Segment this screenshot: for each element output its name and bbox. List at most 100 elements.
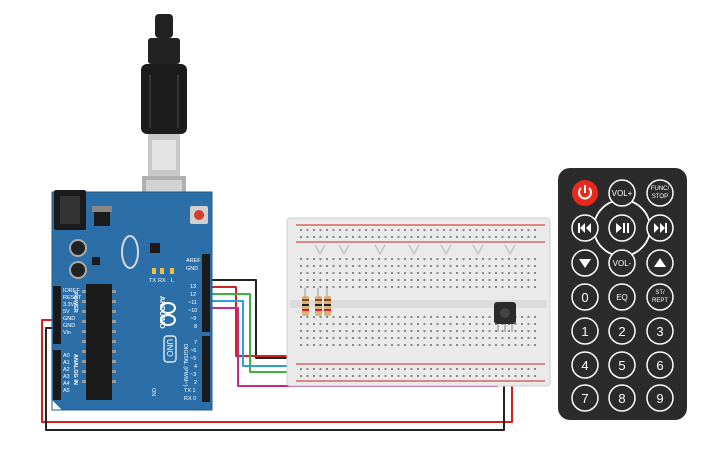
- breadboard-hole: [404, 279, 406, 281]
- breadboard-hole: [469, 323, 471, 325]
- pin-12: 12: [190, 292, 196, 298]
- breadboard-hole: [378, 344, 380, 346]
- breadboard-hole: [456, 236, 458, 238]
- rewind-button[interactable]: [571, 214, 599, 242]
- play-pause-button[interactable]: [608, 214, 636, 242]
- atmega-chip: [86, 284, 112, 400]
- breadboard-hole: [352, 229, 354, 231]
- st-rept-button[interactable]: ST/ REPT: [646, 283, 674, 311]
- breadboard-hole: [339, 286, 341, 288]
- button-5[interactable]: 5: [608, 351, 636, 379]
- breadboard-hole: [482, 272, 484, 274]
- pin-a0: A0: [63, 353, 70, 359]
- breadboard-hole: [495, 344, 497, 346]
- breadboard-hole: [501, 258, 504, 260]
- breadboard-hole: [345, 265, 348, 267]
- up-button[interactable]: [646, 249, 674, 277]
- breadboard-hole: [306, 375, 309, 377]
- breadboard-hole: [482, 375, 484, 377]
- breadboard-hole: [326, 337, 328, 339]
- breadboard-hole: [339, 279, 341, 281]
- button-6[interactable]: 6: [646, 351, 674, 379]
- breadboard-hole: [391, 368, 393, 370]
- button-1[interactable]: 1: [571, 317, 599, 345]
- breadboard-hole: [410, 258, 413, 260]
- breadboard-hole: [430, 330, 432, 332]
- breadboard-hole: [365, 368, 367, 370]
- breadboard-hole: [482, 344, 484, 346]
- pin-3v3: 3.3V: [63, 302, 75, 308]
- breadboard-hole: [358, 236, 361, 238]
- breadboard-hole: [410, 265, 413, 267]
- breadboard-hole: [378, 279, 380, 281]
- pin-ioref: IOREF: [63, 288, 80, 294]
- breadboard-hole: [319, 316, 322, 318]
- breadboard: [286, 217, 551, 387]
- breadboard-hole: [527, 286, 530, 288]
- breadboard-hole: [482, 265, 484, 267]
- breadboard-hole: [469, 337, 471, 339]
- breadboard-hole: [521, 279, 523, 281]
- eq-button[interactable]: EQ: [608, 283, 636, 311]
- breadboard-hole: [430, 279, 432, 281]
- breadboard-hole: [469, 286, 471, 288]
- breadboard-hole: [300, 330, 302, 332]
- breadboard-hole: [417, 375, 419, 377]
- button-8[interactable]: 8: [608, 384, 636, 412]
- button-2[interactable]: 2: [608, 317, 636, 345]
- breadboard-hole: [456, 375, 458, 377]
- button-0[interactable]: 0: [571, 283, 599, 311]
- func-stop-button[interactable]: FUNC/ STOP: [646, 179, 674, 207]
- breadboard-hole: [319, 272, 322, 274]
- down-button[interactable]: [571, 249, 599, 277]
- breadboard-hole: [326, 323, 328, 325]
- breadboard-hole: [352, 316, 354, 318]
- breadboard-hole: [443, 323, 445, 325]
- breadboard-hole: [313, 330, 315, 332]
- breadboard-hole: [423, 229, 426, 231]
- pin-8: 8: [194, 324, 197, 330]
- breadboard-hole: [521, 272, 523, 274]
- breadboard-hole: [488, 316, 491, 318]
- breadboard-hole: [495, 279, 497, 281]
- breadboard-hole: [332, 323, 335, 325]
- breadboard-hole: [313, 323, 315, 325]
- breadboard-hole: [449, 236, 452, 238]
- button-9[interactable]: 9: [646, 384, 674, 412]
- breadboard-hole: [430, 344, 432, 346]
- breadboard-hole: [469, 375, 471, 377]
- button-3[interactable]: 3: [646, 317, 674, 345]
- breadboard-hole: [397, 375, 400, 377]
- breadboard-hole: [475, 337, 478, 339]
- vol-up-button[interactable]: VOL+: [608, 179, 636, 207]
- breadboard-hole: [365, 279, 367, 281]
- led-label-rx: RX: [158, 278, 166, 284]
- breadboard-hole: [391, 323, 393, 325]
- button-1-label: 1: [581, 324, 588, 339]
- breadboard-hole: [404, 337, 406, 339]
- button-4[interactable]: 4: [571, 351, 599, 379]
- power-button[interactable]: [572, 180, 598, 206]
- breadboard-hole: [365, 286, 367, 288]
- breadboard-hole: [514, 236, 517, 238]
- breadboard-hole: [371, 330, 374, 332]
- breadboard-hole: [319, 344, 322, 346]
- vol-up-label: VOL+: [612, 189, 633, 198]
- button-8-label: 8: [618, 391, 625, 406]
- button-4-label: 4: [581, 358, 588, 373]
- breadboard-hole: [469, 368, 471, 370]
- fast-forward-button[interactable]: [646, 214, 674, 242]
- breadboard-hole: [352, 368, 354, 370]
- vol-down-button[interactable]: VOL-: [608, 249, 636, 277]
- breadboard-hole: [319, 323, 322, 325]
- breadboard-hole: [410, 272, 413, 274]
- breadboard-hole: [534, 229, 536, 231]
- digital-header-label: DIGITAL (PWM~): [182, 344, 188, 387]
- button-7[interactable]: 7: [571, 384, 599, 412]
- breadboard-hole: [495, 323, 497, 325]
- breadboard-hole: [319, 337, 322, 339]
- breadboard-hole: [508, 330, 510, 332]
- breadboard-hole: [319, 286, 322, 288]
- breadboard-hole: [404, 344, 406, 346]
- ir-receiver: [494, 302, 516, 332]
